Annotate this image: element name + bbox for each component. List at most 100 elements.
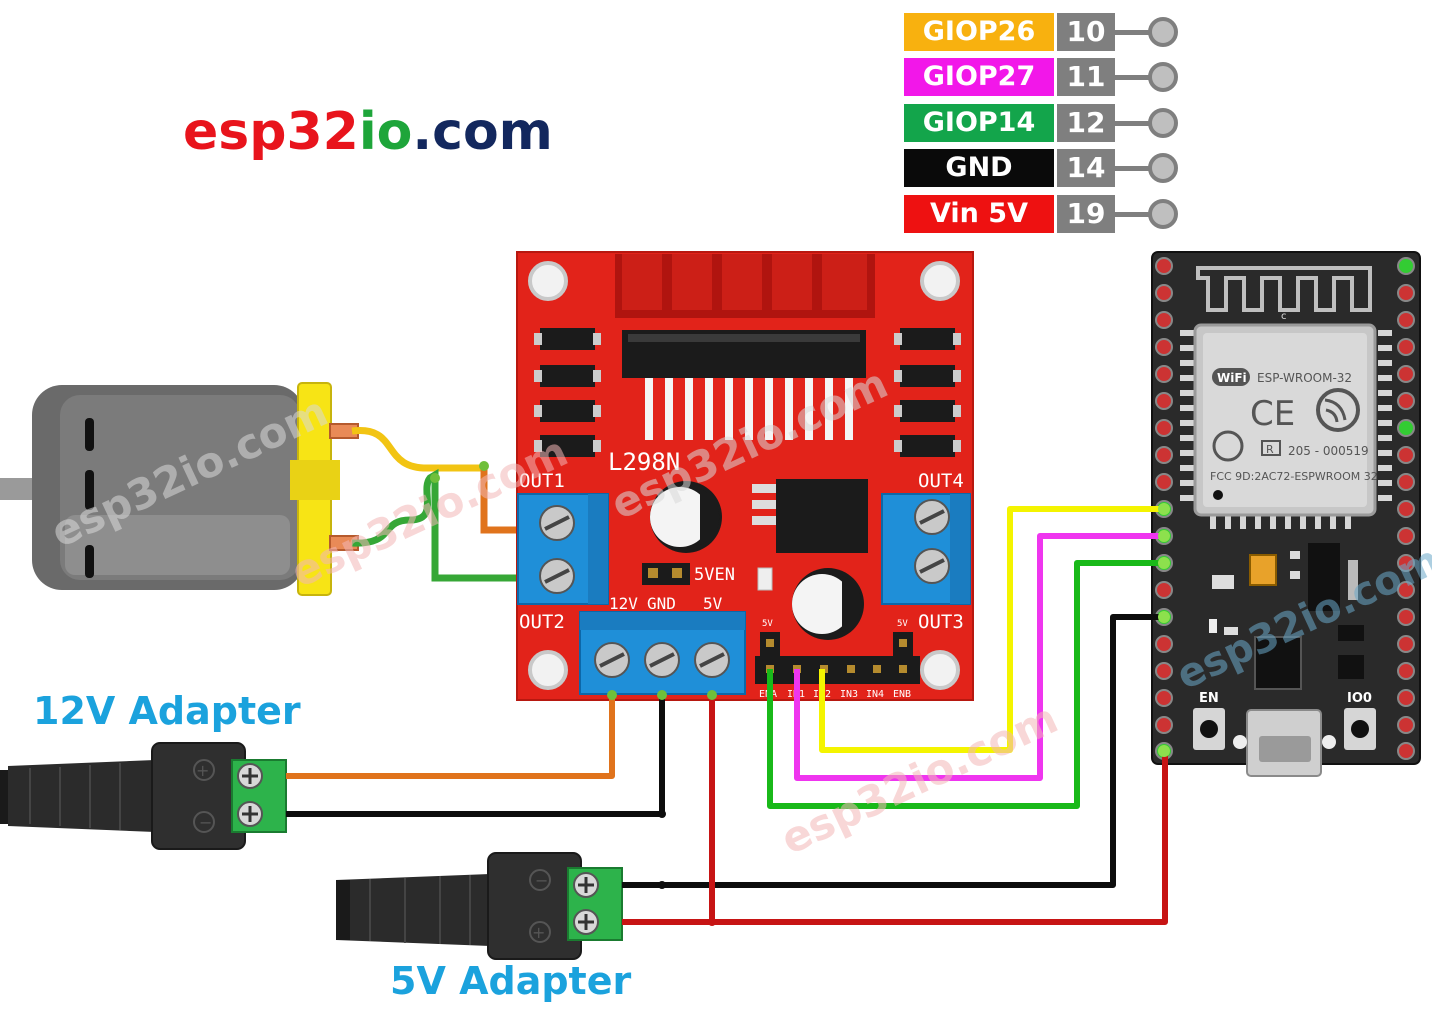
ldo-regulator (1308, 543, 1340, 611)
en-label: EN (1199, 691, 1219, 706)
esp32-pcb (1151, 251, 1421, 765)
regulator-pin (752, 484, 788, 493)
wroom-module (1193, 323, 1377, 517)
antenna-c: c (1281, 311, 1287, 322)
terminal-screw (694, 642, 730, 678)
pin-leader (1115, 121, 1151, 126)
dc-motor (0, 382, 359, 596)
capacitor-top (792, 574, 852, 634)
l298n-chip-top (628, 334, 860, 342)
pin-leader (1115, 75, 1151, 80)
l298n-chip-legs (645, 378, 853, 440)
pin-number: 10 (1057, 13, 1115, 51)
module-name: ESP-WROOM-32 (1257, 371, 1352, 385)
wire-vin (622, 751, 1168, 925)
watermark: esp32io.com (44, 386, 335, 557)
mount-hole (528, 261, 568, 301)
pin-name: GIOP14 (904, 104, 1054, 142)
pin-dot (1148, 108, 1178, 138)
wire-12v (286, 695, 615, 779)
en-button (1193, 708, 1225, 750)
adapter-12v-housing (151, 742, 246, 850)
pin-leader (1115, 212, 1151, 217)
adapter-5v-label: 5V Adapter (390, 959, 632, 1003)
voltage-regulator (776, 479, 868, 553)
pin-leader (1115, 30, 1151, 35)
motor-terminal (329, 423, 359, 439)
adapter-12v-label: 12V Adapter (33, 689, 301, 733)
adapter-5v-terminal (567, 867, 623, 941)
motor-wire-green (351, 468, 528, 582)
wire-gnd-esp32 (622, 614, 1164, 888)
out2-label: OUT2 (519, 611, 565, 633)
pin-dot (1148, 62, 1178, 92)
wire-giop14 (767, 560, 1164, 809)
mount-hole (920, 650, 960, 690)
wire-12v-gnd (286, 695, 665, 817)
pin-name: GND (904, 149, 1054, 187)
motor-shaft (0, 478, 40, 500)
ctrl-pin-in3: IN3 (840, 689, 858, 700)
wroom-shield (1203, 333, 1367, 507)
svg-text:−: − (199, 813, 212, 832)
mount-hole (920, 261, 960, 301)
pin-row-gnd: GND 14 (904, 149, 1184, 187)
logo-part-io: io (358, 102, 413, 162)
pin-number: 12 (1057, 104, 1115, 142)
diodes-left (534, 328, 601, 457)
antenna-area (1190, 256, 1380, 316)
pin-dot (1148, 153, 1178, 183)
ctrl-pin-in4: IN4 (866, 689, 884, 700)
adapter-12v-barrel (8, 760, 155, 832)
esp32-left-header (1155, 257, 1173, 760)
pin-row-giop26: GIOP26 10 (904, 13, 1184, 51)
espressif-logo (1316, 388, 1360, 432)
ctrl-pin-in1: IN1 (787, 689, 805, 700)
enb-jumper-cap (893, 632, 913, 660)
esp32-board: c (1151, 251, 1421, 777)
power-pin-label-5v: 5V (703, 594, 723, 613)
adapter-5v-barrel (336, 874, 490, 946)
svg-text:+: + (196, 761, 209, 780)
io0-button (1344, 708, 1376, 750)
wire-endpoints (430, 461, 1170, 926)
adapter-12v: + − (0, 742, 287, 850)
watermark: esp32io.com (1170, 537, 1432, 699)
capacitor-top (650, 487, 710, 547)
pin-name: GIOP26 (904, 13, 1054, 51)
motor-endcap-hub (290, 460, 340, 500)
capacitor (792, 568, 864, 640)
motor-wire-to-out1 (480, 466, 528, 534)
out3-label: OUT3 (918, 611, 964, 633)
adapter-5v-housing (487, 852, 582, 960)
power-pin-label-12v: 12V (609, 594, 638, 613)
jumper-5v-label: 5V (897, 619, 908, 629)
watermarks: esp32io.com esp32io.com esp32io.com esp3… (44, 358, 1432, 864)
terminal-screw (539, 558, 575, 594)
terminal-screw (914, 548, 950, 584)
wifi-logo (1212, 368, 1250, 386)
smd-resistor (757, 567, 773, 591)
pin-number: 14 (1057, 149, 1115, 187)
motor-slot (85, 418, 94, 451)
diodes-right (894, 328, 961, 457)
watermark: esp32io.com (604, 358, 895, 529)
l298n-board: L298N 5VEN OUT1 OUT2 OUT3 OUT4 (516, 251, 974, 701)
5ven-jumper (642, 563, 690, 585)
heatsink-fin (672, 254, 712, 310)
terminal-screw (644, 642, 680, 678)
module-side-pads (1180, 330, 1392, 529)
wires (286, 506, 1168, 925)
power-pin-label-gnd: GND (647, 594, 676, 613)
chip-label: L298N (608, 448, 680, 476)
pin-row-vin5v: Vin 5V 19 (904, 195, 1184, 233)
io0-label: IO0 (1347, 691, 1372, 706)
capacitor (650, 481, 722, 553)
heatsink-fin (772, 254, 812, 310)
adapter-5v: − + (336, 852, 623, 960)
watermark: esp32io.com (284, 426, 575, 597)
tantalum-cap (1249, 554, 1277, 586)
pin-dot (1148, 17, 1178, 47)
ctrl-pin-in2: IN2 (813, 689, 831, 700)
motor-body-shade (60, 395, 300, 580)
